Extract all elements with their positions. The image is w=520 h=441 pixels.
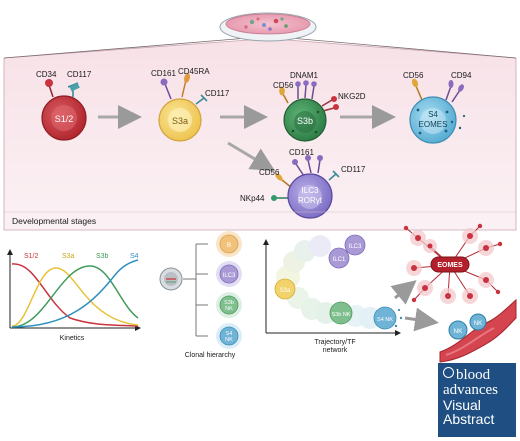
clone-node-s4-nk	[219, 326, 239, 346]
s3b-cell: S3b CD56 DNAM1 NKG2D	[273, 71, 366, 142]
eomes-hub-label: EOMES	[437, 262, 463, 269]
cd161-label-s3a: CD161	[151, 69, 176, 78]
trajectory-node-s4-nk	[373, 306, 397, 330]
cd45ra-label: CD45RA	[178, 67, 210, 76]
eomes-hub-node	[430, 256, 470, 273]
clone-node-ilc3	[219, 264, 239, 284]
trajectory-label-s4-nk: S4 NK	[377, 317, 393, 323]
kinetics-curve-s3a	[11, 267, 139, 327]
s3a-cell: S3a CD161 CD45RA CD117	[151, 67, 230, 142]
kinetics-legend-s4: S4	[130, 253, 139, 260]
dnam1-label: DNAM1	[290, 71, 319, 80]
nkp44-receptor-icon	[271, 195, 277, 201]
trajectory-node-ilc1	[328, 247, 350, 269]
cd45ra-receptor-icon	[184, 73, 190, 83]
petri-dish-icon	[219, 12, 317, 42]
clonal-caption: Clonal hierarchy	[185, 352, 236, 359]
cd56-receptor-icon-s3b	[279, 86, 285, 96]
developmental-stages-label: Developmental stages	[12, 216, 96, 226]
cd117-receptor-icon-ilc3	[328, 170, 340, 181]
trajectory-label-ilc3: ILC3	[349, 244, 362, 250]
clone-node-ilc3-label: ILC3	[223, 273, 236, 279]
s12-cell: S1/2 CD34 CD117	[36, 70, 92, 141]
trajectory-label-s3b-nk: S3b NK	[332, 312, 351, 318]
cd94-label: CD94	[451, 71, 472, 80]
trajectory-node-s3b-nk	[329, 301, 353, 325]
clone-node-b	[219, 234, 239, 254]
tf-network: EOMES	[390, 223, 503, 332]
trajectory-panel: S3a ILC1 ILC3 S3b NK S4 NK Trajectory/TF…	[263, 234, 403, 354]
trajectory-label-s3a: S3a	[280, 288, 291, 294]
nkg2d-receptor-icon	[321, 96, 339, 112]
kinetics-curve-s12	[11, 263, 139, 327]
cd161-label-ilc3: CD161	[289, 148, 314, 157]
cd56-label-ilc3: CD56	[259, 168, 280, 177]
cd117-label-ilc3: CD117	[341, 165, 366, 174]
kinetics-curve-s3b	[11, 265, 139, 328]
cd161-receptor-icon-ilc3	[292, 159, 298, 165]
dish-icon	[159, 267, 183, 291]
blood-vessel-icon: NK NK	[439, 298, 517, 363]
kinetics-panel: S1/2 S3a S3b S4 Kinetics	[7, 249, 141, 342]
cd34-label: CD34	[36, 70, 57, 79]
developmental-stages-panel: S1/2 CD34 CD117 S3a CD161 CD45RA CD117	[3, 12, 517, 231]
trajectory-node-s3a	[274, 278, 296, 300]
clone-node-s3b-line1: S3b	[224, 300, 234, 306]
clone-node-s3b-line2: NK	[225, 306, 233, 312]
eomes-label-s4: EOMES	[419, 120, 448, 129]
nkp44-label: NKp44	[240, 194, 265, 203]
cd56-label-s4: CD56	[403, 71, 424, 80]
dnam1-receptor-icon	[295, 80, 317, 100]
trajectory-caption-line2: network	[323, 347, 348, 354]
cd117-label-s3a: CD117	[205, 89, 230, 98]
badge-line-visual: Visual	[443, 397, 481, 413]
trajectory-caption-line1: Trajectory/TF	[314, 339, 355, 346]
badge-line-advances: advances	[443, 382, 498, 398]
nkg2d-label: NKG2D	[338, 92, 366, 101]
ilc3-cell: ILC3 RORγt CD161 CD56 CD117 NKp44	[240, 148, 366, 219]
badge-line-abstract: Abstract	[443, 411, 495, 427]
clonal-tree-lines	[183, 243, 208, 337]
clone-node-b-label: B	[227, 242, 231, 249]
vessel-nk-label-2: NK	[474, 321, 482, 327]
cd34-receptor-icon	[45, 79, 53, 87]
cd56-label-s3b: CD56	[273, 81, 294, 90]
vessel-nk-cell-1	[448, 320, 468, 340]
clone-node-s4-line1: S4	[226, 331, 233, 337]
badge-line-blood: blood	[456, 367, 491, 383]
blood-advances-visual-abstract-badge: blood advances Visual Abstract	[438, 363, 516, 437]
stage-arrow-ilc3	[227, 141, 276, 172]
clone-node-s3b-nk	[219, 295, 239, 315]
s12-label: S1/2	[55, 114, 74, 124]
s3a-label: S3a	[172, 116, 188, 126]
cd117-label-s12: CD117	[67, 70, 92, 79]
s3b-label: S3b	[297, 116, 313, 126]
blood-drop-logo-icon	[443, 367, 454, 378]
kinetics-curve-s4	[11, 259, 139, 328]
cd56-receptor-icon-s4	[411, 78, 419, 88]
vessel-nk-label-1: NK	[453, 328, 463, 335]
s4-label: S4	[428, 110, 438, 119]
clone-node-s4-line2: NK	[225, 337, 233, 343]
cd56-receptor-icon-ilc3	[275, 173, 283, 181]
trajectory-node-ilc3	[344, 234, 366, 256]
kinetics-legend-s3a: S3a	[62, 253, 75, 260]
vessel-nk-cell-2	[469, 313, 487, 331]
kinetics-legend-s12: S1/2	[24, 253, 39, 260]
s4-cell: S4 EOMES CD56 CD94	[403, 71, 472, 144]
rorgt-label: RORγt	[298, 196, 323, 205]
kinetics-legend-s3b: S3b	[96, 253, 109, 260]
cd117-receptor-icon-s3a	[195, 94, 208, 105]
trajectory-label-ilc1: ILC1	[333, 257, 346, 263]
kinetics-caption: Kinetics	[60, 335, 85, 342]
cd161-receptor-icon	[160, 78, 168, 86]
ilc3-label: ILC3	[302, 186, 319, 195]
clonal-hierarchy-panel: B ILC3 S3b NK S4 NK Clonal hierarchy	[159, 231, 242, 359]
cd94-receptor-icon	[445, 80, 464, 103]
